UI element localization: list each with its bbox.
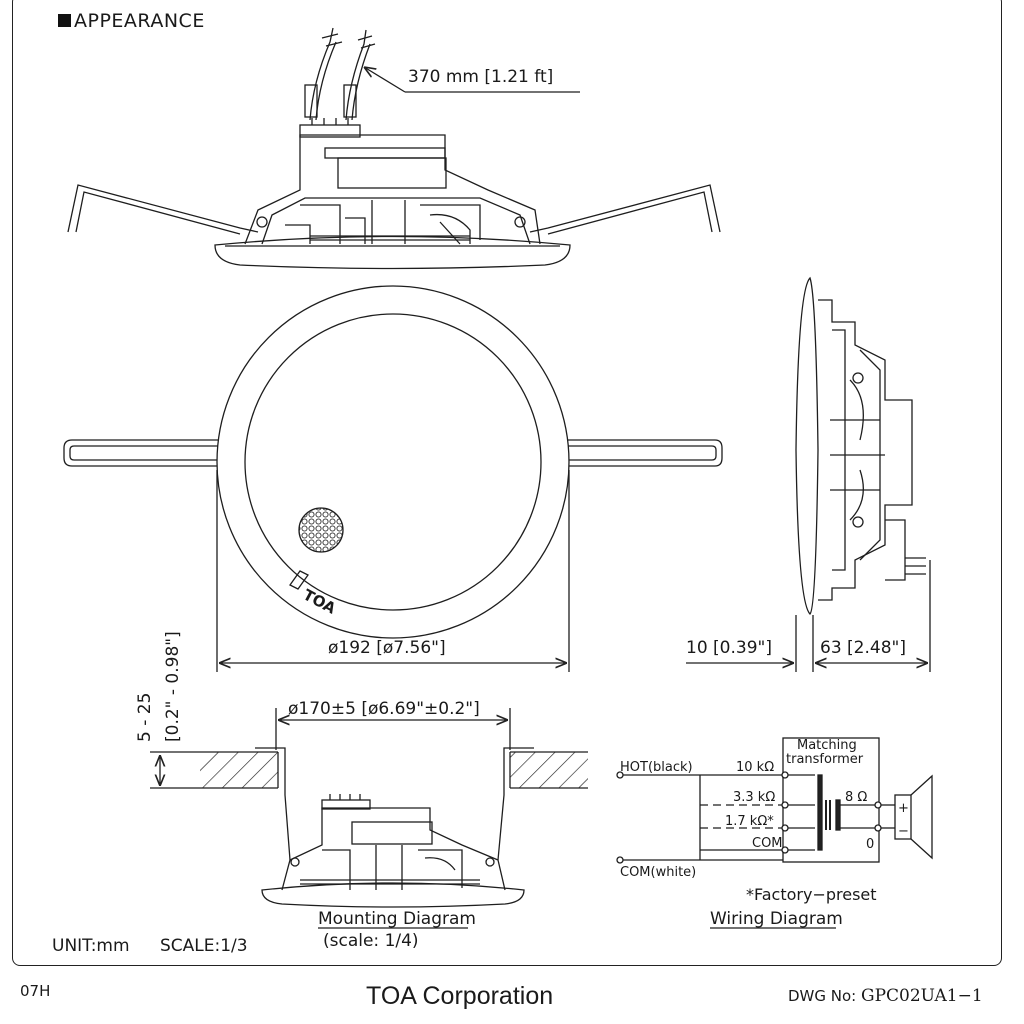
side-view-right — [686, 276, 931, 672]
unit-label: UNIT:mm — [52, 936, 130, 956]
scale-label: SCALE:1/3 — [160, 936, 248, 956]
section-title-text: APPEARANCE — [74, 10, 205, 32]
wiring-diagram-graphic — [616, 737, 933, 864]
ceiling-thickness-mm-label: 5 - 25 — [135, 693, 155, 742]
mounting-scale: (scale: 1/4) — [323, 931, 419, 951]
bullet-square-icon — [58, 14, 71, 27]
cutout-label: ø170±5 [ø6.69"±0.2"] — [288, 699, 480, 719]
tap-10k-label: 10 kΩ — [736, 760, 774, 775]
drawing-number-value: GPC02UA1−1 — [861, 986, 983, 1006]
front-depth-label: 10 [0.39"] — [686, 638, 772, 658]
plus-label: + — [898, 801, 909, 816]
mounting-title: Mounting Diagram — [318, 909, 476, 929]
tap-com-label: COM — [752, 836, 783, 851]
minus-label: − — [898, 824, 909, 839]
revision-code: 07H — [20, 982, 51, 1000]
transformer-label-2: transformer — [786, 752, 864, 767]
side-view-top — [67, 27, 721, 270]
diameter-dimension — [216, 470, 570, 672]
tap-1-7k-label: 1.7 kΩ* — [725, 814, 774, 829]
secondary-8-label: 8 Ω — [845, 790, 867, 805]
company-name: TOA Corporation — [366, 982, 554, 1010]
factory-preset-note: *Factory−preset — [746, 885, 877, 904]
front-view — [63, 285, 723, 639]
drawing-number: DWG No: GPC02UA1−1 — [788, 988, 983, 1005]
drawing-number-label: DWG No: — [788, 987, 857, 1005]
cable-length-label: 370 mm [1.21 ft] — [408, 67, 553, 87]
secondary-0-label: 0 — [866, 837, 874, 852]
section-title: APPEARANCE — [58, 12, 205, 31]
drawing-frame — [12, 0, 1002, 966]
ceiling-thickness-in-label: [0.2" - 0.98"] — [163, 631, 183, 742]
com-label: COM(white) — [620, 865, 696, 880]
tap-3-3k-label: 3.3 kΩ — [733, 790, 775, 805]
wiring-title: Wiring Diagram — [710, 909, 843, 929]
diameter-label: ø192 [ø7.56"] — [328, 638, 446, 658]
body-depth-label: 63 [2.48"] — [820, 638, 906, 658]
hot-label: HOT(black) — [620, 760, 693, 775]
transformer-label-1: Matching — [797, 738, 857, 753]
mounting-diagram-graphic — [150, 708, 836, 929]
